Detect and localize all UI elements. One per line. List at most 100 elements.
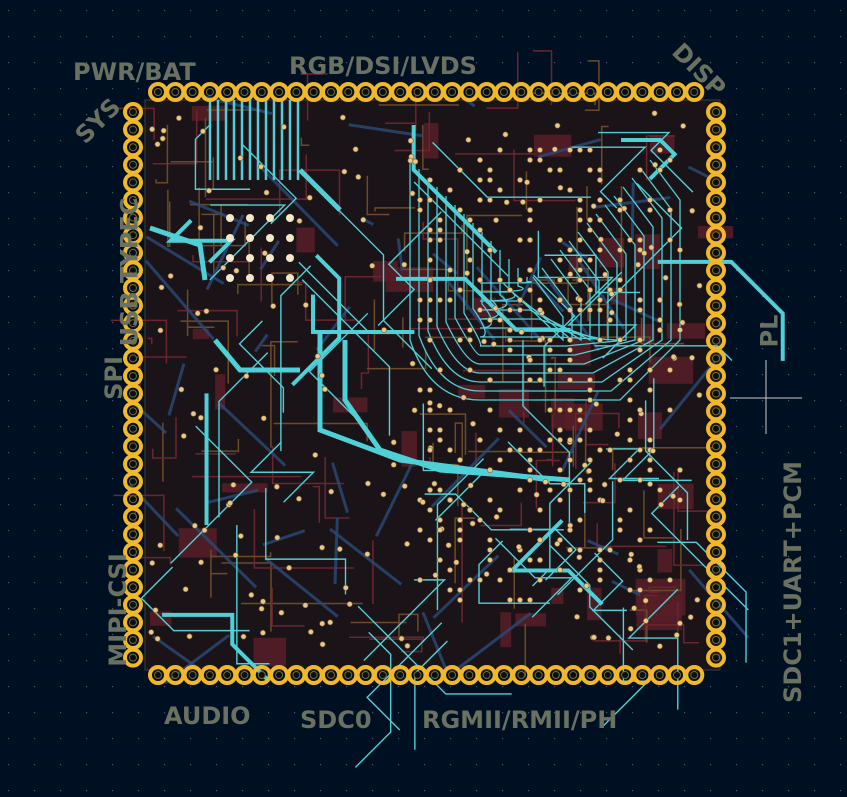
grid-dot <box>112 504 114 506</box>
grid-dot <box>502 712 504 714</box>
grid-dot <box>112 62 114 64</box>
via <box>427 227 433 233</box>
via <box>677 497 683 503</box>
grid-dot <box>788 88 790 90</box>
grid-dot <box>60 660 62 662</box>
inner-trace <box>486 52 519 109</box>
grid-dot <box>736 244 738 246</box>
grid-dot <box>502 686 504 688</box>
via <box>689 207 696 214</box>
via <box>336 546 343 552</box>
via <box>160 127 167 134</box>
via <box>369 262 376 269</box>
grid-dot <box>450 712 452 714</box>
via <box>577 207 583 213</box>
via <box>586 467 592 474</box>
via <box>567 487 573 493</box>
grid-dot <box>190 36 192 38</box>
copper-zone <box>500 612 512 648</box>
via <box>457 207 463 213</box>
grid-dot <box>840 296 842 298</box>
grid-dot <box>138 374 140 376</box>
grid-dot <box>138 88 140 90</box>
via <box>687 614 694 621</box>
via <box>477 307 483 313</box>
top-trace <box>280 265 312 452</box>
via <box>487 197 493 203</box>
via <box>567 187 573 193</box>
grid-dot <box>34 660 36 662</box>
via <box>314 353 321 360</box>
via <box>149 126 156 133</box>
via <box>427 487 433 493</box>
via <box>497 457 503 463</box>
grid-dot <box>190 790 192 792</box>
grid-dot <box>346 686 348 688</box>
grid-dot <box>294 686 296 688</box>
via <box>319 620 326 627</box>
grid-dot <box>736 608 738 610</box>
grid-dot <box>424 764 426 766</box>
grid-dot <box>138 166 140 168</box>
via <box>617 247 623 253</box>
grid-dot <box>788 10 790 12</box>
via <box>587 487 593 493</box>
grid-dot <box>814 478 816 480</box>
grid-dot <box>34 530 36 532</box>
inner-trace <box>270 340 298 448</box>
via <box>657 147 663 153</box>
grid-dot <box>788 582 790 584</box>
via <box>597 247 603 253</box>
grid-dot <box>840 322 842 324</box>
grid-dot <box>762 140 764 142</box>
edge-pad <box>123 647 143 668</box>
via <box>467 257 473 263</box>
grid-dot <box>242 738 244 740</box>
grid-dot <box>788 270 790 272</box>
via <box>487 317 493 323</box>
via <box>447 297 453 303</box>
via <box>492 305 499 312</box>
top-trace <box>479 249 591 342</box>
grid-dot <box>346 36 348 38</box>
via <box>557 437 563 443</box>
grid-dot <box>86 296 88 298</box>
grid-dot <box>294 738 296 740</box>
top-trace <box>238 320 285 413</box>
grid-dot <box>710 790 712 792</box>
inner-trace <box>344 276 382 322</box>
via <box>190 410 197 417</box>
via <box>507 307 513 313</box>
grid-dot <box>814 192 816 194</box>
grid-dot <box>8 452 10 454</box>
grid-dot <box>424 62 426 64</box>
via <box>437 487 443 493</box>
via <box>533 491 540 498</box>
top-trace <box>657 541 747 663</box>
grid-dot <box>60 426 62 428</box>
via <box>237 533 244 539</box>
via <box>469 520 476 527</box>
via <box>427 537 433 543</box>
top-trace <box>650 485 749 611</box>
grid-dot <box>8 478 10 480</box>
grid-dot <box>814 608 816 610</box>
grid-dot <box>788 140 790 142</box>
grid-dot <box>814 452 816 454</box>
power-trace <box>149 225 208 281</box>
via <box>647 207 653 213</box>
grid-dot <box>60 10 62 12</box>
via <box>427 277 433 283</box>
via <box>527 207 533 213</box>
top-trace <box>363 579 447 661</box>
via <box>677 327 683 333</box>
grid-dot <box>216 712 218 714</box>
grid-dot <box>8 556 10 558</box>
grid-dot <box>34 426 36 428</box>
grid-dot <box>398 62 400 64</box>
via <box>319 641 326 648</box>
via <box>517 177 523 183</box>
pad-hole <box>129 512 137 521</box>
grid-dot <box>502 62 504 64</box>
